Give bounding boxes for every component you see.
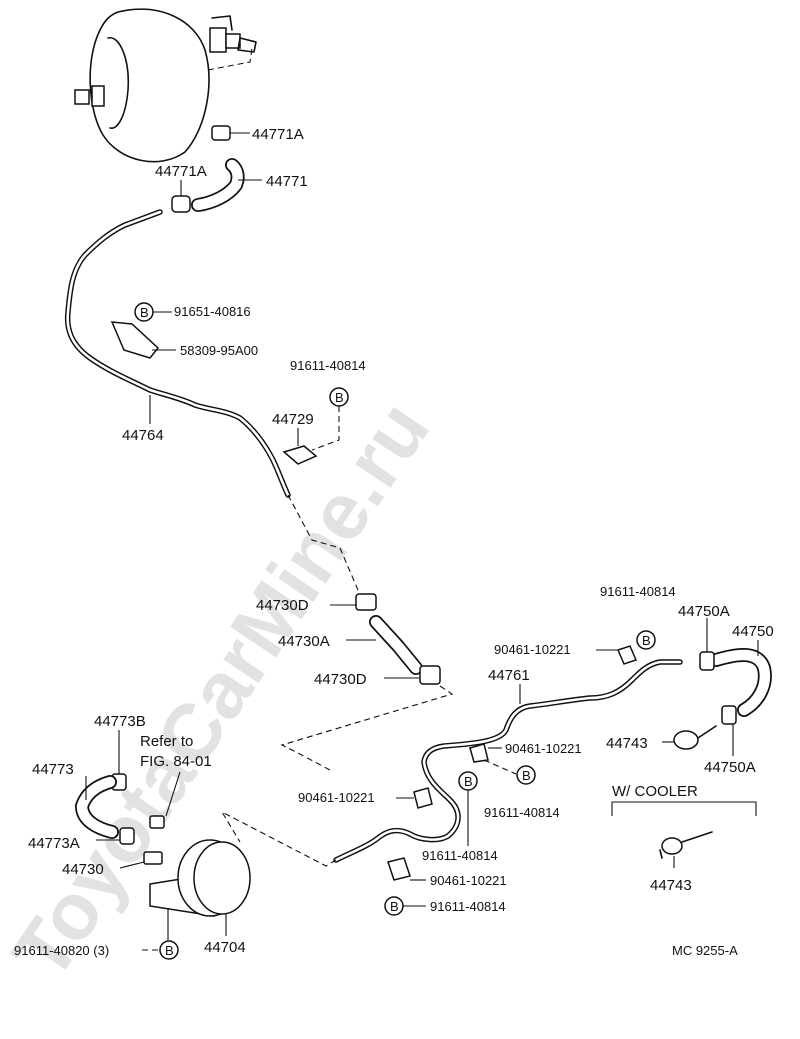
hose-44773 [75,775,119,839]
bolt-mark-90461-c: B [464,774,473,789]
label-91611-40814-upper: 91611-40814 [290,358,366,373]
bolt-mark-91611-40820: B [165,943,174,958]
clip-44771A-left [171,180,191,213]
label-44773A: 44773A [28,835,80,852]
bolt-mark-90461-d: B [390,899,399,914]
pipe-44761 [333,659,683,863]
label-44750A-bottom: 44750A [704,759,756,776]
clamp-44729: B [282,387,349,465]
label-91611-40814-center: 91611-40814 [422,848,498,863]
label-91611-40814-right-mid: 91611-40814 [484,805,560,820]
hose-44730A [346,615,423,675]
label-44730A: 44730A [278,633,330,650]
clip-44730D-bottom [384,665,441,685]
bolt-91611-40820: B [142,940,179,960]
route-dash-middle [280,685,454,771]
clamp-90461-b: B [469,743,536,785]
bolt-mark-90461-b: B [522,768,531,783]
label-44771A-top: 44771A [252,126,304,143]
label-44771A-left: 44771A [155,163,207,180]
label-44729: 44729 [272,411,314,428]
label-90461-10221-a: 90461-10221 [494,642,571,657]
refer-note-line1: Refer to [140,733,193,750]
label-44730: 44730 [62,861,104,878]
label-44730D-top: 44730D [256,597,309,614]
hose-44771 [191,158,262,212]
label-44764: 44764 [122,427,164,444]
hose-44750 [709,640,772,717]
check-valve-44730 [119,815,165,869]
clamp-90461-d: B [384,857,426,916]
label-91611-40820: 91611-40820 (3) [14,943,109,958]
valve-44743 [662,725,717,750]
bolt-mark-90461-a: B [642,633,651,648]
label-44771: 44771 [266,173,308,190]
label-90461-10221-b: 90461-10221 [505,741,582,756]
label-44704: 44704 [204,939,246,956]
clamp-90461-c: B [396,771,478,846]
clip-44750A-bottom [721,705,737,756]
bolt-mark-44729: B [335,390,344,405]
label-58309-95A00: 58309-95A00 [180,343,258,358]
label-44743-cooler: 44743 [650,877,692,894]
section-title-w-cooler: W/ COOLER [612,783,698,800]
label-44761: 44761 [488,667,530,684]
label-91651-40816: 91651-40816 [174,304,251,319]
label-90461-10221-d: 90461-10221 [430,873,507,888]
cooler-section: W/ COOLER [611,783,757,868]
bolt-mark-91651: B [140,305,149,320]
label-44730D-bottom: 44730D [314,671,367,688]
route-dash-lower [220,810,337,867]
label-90461-10221-c: 90461-10221 [298,790,375,805]
bracket-58309: B [110,302,176,359]
clip-44730D-top [330,593,377,611]
clip-44750A-top [699,618,715,671]
clip-44771A-top [211,125,250,141]
label-91611-40814-bottom: 91611-40814 [430,899,506,914]
label-44773B: 44773B [94,713,146,730]
label-44750: 44750 [732,623,774,640]
refer-leader [165,771,181,817]
route-dash-upper [287,494,359,591]
label-44773: 44773 [32,761,74,778]
vacuum-tank-44704 [149,839,251,940]
refer-note-line2: FIG. 84-01 [140,753,212,770]
pipe-44764 [64,209,291,498]
clip-44773A [96,827,135,845]
clamp-90461-a: B [596,630,656,665]
label-44743-mid: 44743 [606,735,648,752]
label-91611-40814-right-top: 91611-40814 [600,584,676,599]
footer-code: MC 9255-A [672,943,738,958]
brake-booster [74,8,257,163]
label-44750A-top: 44750A [678,603,730,620]
